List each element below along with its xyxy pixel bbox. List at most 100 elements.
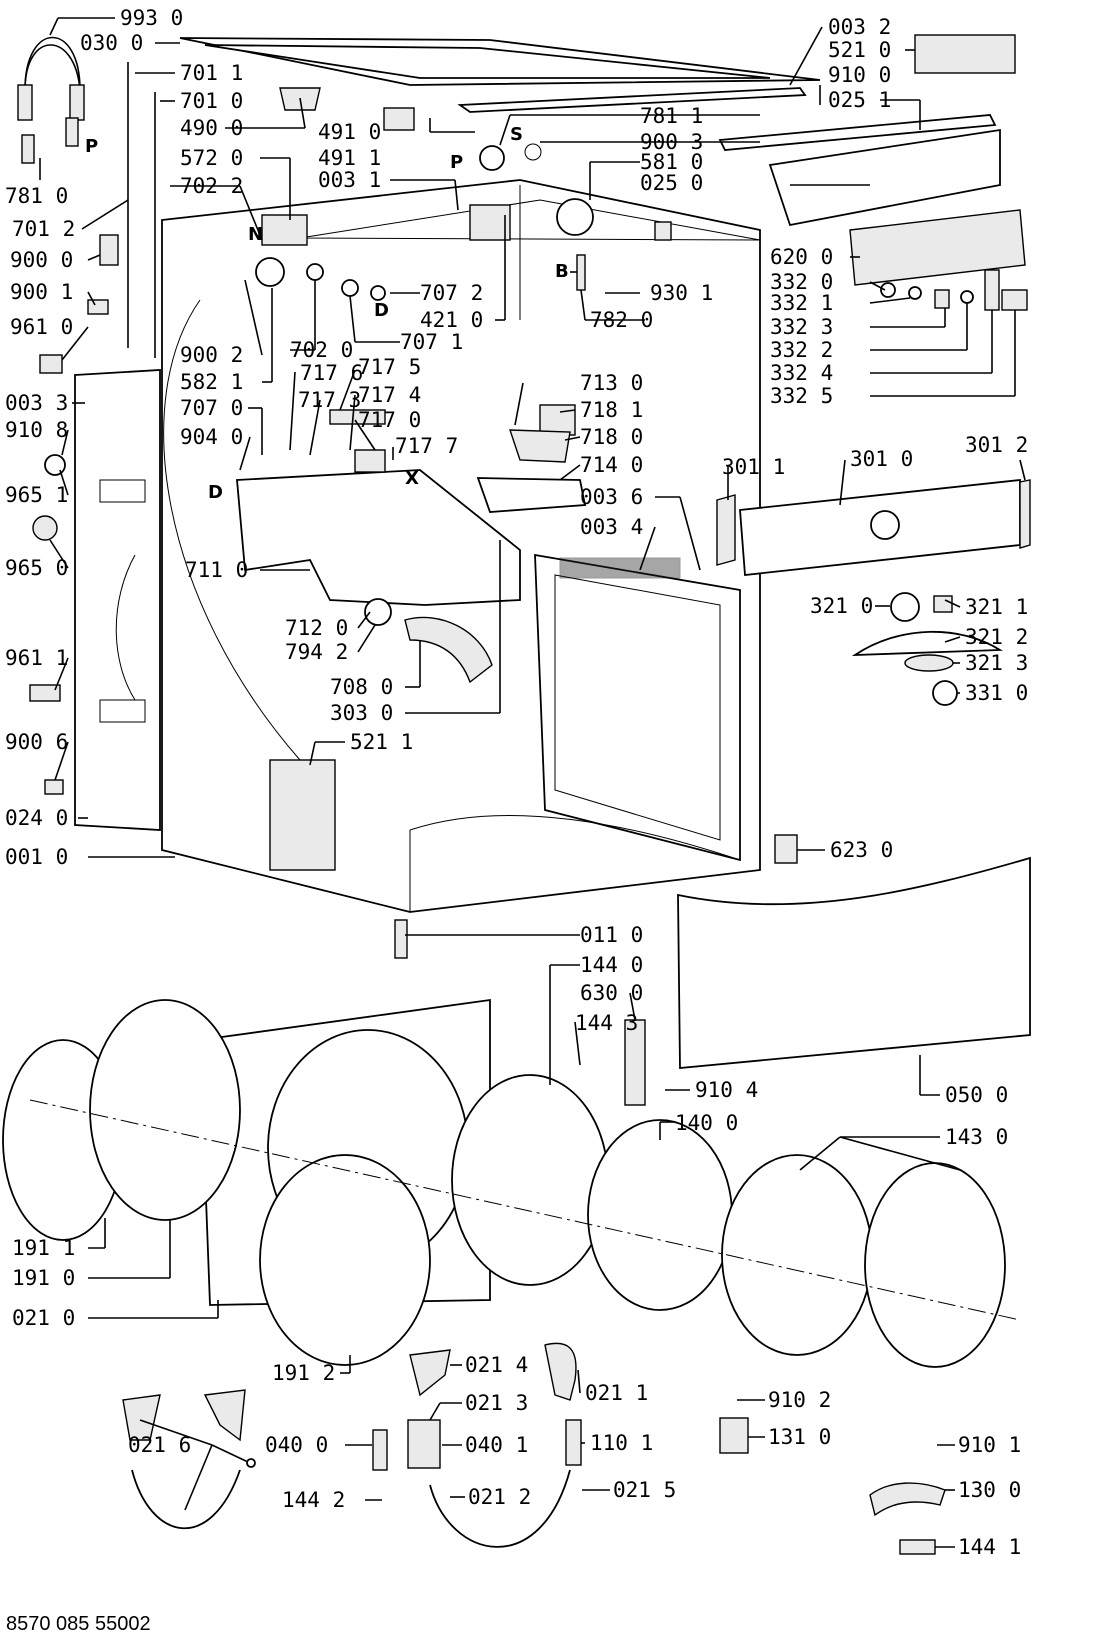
callout-144-0: 144 0 <box>580 953 643 977</box>
callout-900-2: 900 2 <box>180 343 243 367</box>
callout-718-1: 718 1 <box>580 398 643 422</box>
callout-717-3: 717 3 <box>298 388 361 412</box>
callout-993-0: 993 0 <box>120 6 183 30</box>
hinge-part-2 <box>203 1389 246 1442</box>
grommet-part-2 <box>32 515 58 541</box>
callout-708-0: 708 0 <box>330 675 393 699</box>
marker-d-drawer: D <box>208 482 223 503</box>
knob-parts <box>880 269 1028 311</box>
callout-003-3: 003 3 <box>5 391 68 415</box>
callout-021-3: 021 3 <box>465 1391 528 1415</box>
pcb-part <box>849 209 1026 286</box>
door-seal-part <box>259 1154 431 1366</box>
callout-490-0: 490 0 <box>180 116 243 140</box>
callout-332-3: 332 3 <box>770 315 833 339</box>
callout-191-1: 191 1 <box>12 1236 75 1260</box>
callout-910-4: 910 4 <box>695 1078 758 1102</box>
callout-623-0: 623 0 <box>830 838 893 862</box>
callout-421-0: 421 0 <box>420 308 483 332</box>
callout-024-0: 024 0 <box>5 806 68 830</box>
callout-717-5: 717 5 <box>358 355 421 379</box>
clip-small-part-5 <box>44 779 64 795</box>
drawer-housing-part <box>236 469 521 606</box>
side-panel-part <box>74 369 161 831</box>
connector-board-part <box>914 34 1016 74</box>
grommet-part-1 <box>44 454 66 476</box>
relay-part <box>354 449 386 473</box>
hinge-body-part <box>565 1419 582 1466</box>
callout-965-1: 965 1 <box>5 483 68 507</box>
clip-small-part-2 <box>87 299 109 315</box>
callout-521-0: 521 0 <box>828 38 891 62</box>
callout-040-0: 040 0 <box>265 1433 328 1457</box>
callout-630-0: 630 0 <box>580 981 643 1005</box>
callout-025-1: 025 1 <box>828 88 891 112</box>
clip-small-part-1 <box>99 234 119 266</box>
callout-144-3: 144 3 <box>575 1011 638 1035</box>
top-cover-part <box>179 37 821 86</box>
callout-332-0: 332 0 <box>770 270 833 294</box>
callout-900-0: 900 0 <box>10 248 73 272</box>
kick-panel-part <box>677 856 1031 1069</box>
side-panel-openings <box>99 479 146 723</box>
drawer-part <box>476 477 587 513</box>
callout-712-0: 712 0 <box>285 616 348 640</box>
hinge-bracket-part <box>719 1417 749 1454</box>
callout-003-6: 003 6 <box>580 485 643 509</box>
marker-p-motor: P <box>450 152 463 173</box>
plug-part <box>383 107 415 131</box>
curved-part <box>869 1482 946 1517</box>
callout-131-0: 131 0 <box>768 1425 831 1449</box>
callout-782-0: 782 0 <box>590 308 653 332</box>
callout-718-0: 718 0 <box>580 425 643 449</box>
marker-s: S <box>510 124 523 145</box>
callout-713-0: 713 0 <box>580 371 643 395</box>
callout-144-1: 144 1 <box>958 1535 1021 1559</box>
pressure-sensor-part <box>556 198 594 291</box>
callout-582-1: 582 1 <box>180 370 243 394</box>
callout-332-5: 332 5 <box>770 384 833 408</box>
hose-spring-part <box>17 36 85 164</box>
callout-794-2: 794 2 <box>285 640 348 664</box>
document-number: 8570 085 55002 <box>6 1613 151 1635</box>
latch-part <box>372 1429 388 1471</box>
control-panel-part <box>739 478 1021 576</box>
clip-small-part-3 <box>39 354 63 374</box>
callout-620-0: 620 0 <box>770 245 833 269</box>
clip-small-part-4 <box>29 684 61 702</box>
callout-321-1: 321 1 <box>965 595 1028 619</box>
callout-021-0: 021 0 <box>12 1306 75 1330</box>
axis-line <box>29 1099 1021 1321</box>
callout-331-0: 331 0 <box>965 681 1028 705</box>
callout-332-1: 332 1 <box>770 291 833 315</box>
callout-025-0: 025 0 <box>640 171 703 195</box>
callout-707-2: 707 2 <box>420 281 483 305</box>
panel-end-right-part <box>1019 479 1031 549</box>
callout-021-5: 021 5 <box>613 1478 676 1502</box>
callout-130-0: 130 0 <box>958 1478 1021 1502</box>
callout-191-0: 191 0 <box>12 1266 75 1290</box>
callout-332-4: 332 4 <box>770 361 833 385</box>
marker-b: B <box>555 261 569 282</box>
callout-900-1: 900 1 <box>10 280 73 304</box>
callout-910-1: 910 1 <box>958 1433 1021 1457</box>
callout-040-1: 040 1 <box>465 1433 528 1457</box>
callout-021-4: 021 4 <box>465 1353 528 1377</box>
callout-707-0: 707 0 <box>180 396 243 420</box>
callout-714-0: 714 0 <box>580 453 643 477</box>
callout-910-0: 910 0 <box>828 63 891 87</box>
callout-003-2: 003 2 <box>828 15 891 39</box>
callout-961-0: 961 0 <box>10 315 73 339</box>
arc-part-2 <box>429 1469 571 1548</box>
callout-321-3: 321 3 <box>965 651 1028 675</box>
clip-part <box>654 221 672 241</box>
callout-143-0: 143 0 <box>945 1125 1008 1149</box>
callout-965-0: 965 0 <box>5 556 68 580</box>
callout-910-2: 910 2 <box>768 1388 831 1412</box>
callout-003-1: 003 1 <box>318 168 381 192</box>
ring-seal-part <box>364 598 392 626</box>
callout-191-2: 191 2 <box>272 1361 335 1385</box>
callout-900-6: 900 6 <box>5 730 68 754</box>
callout-581-0: 581 0 <box>640 150 703 174</box>
